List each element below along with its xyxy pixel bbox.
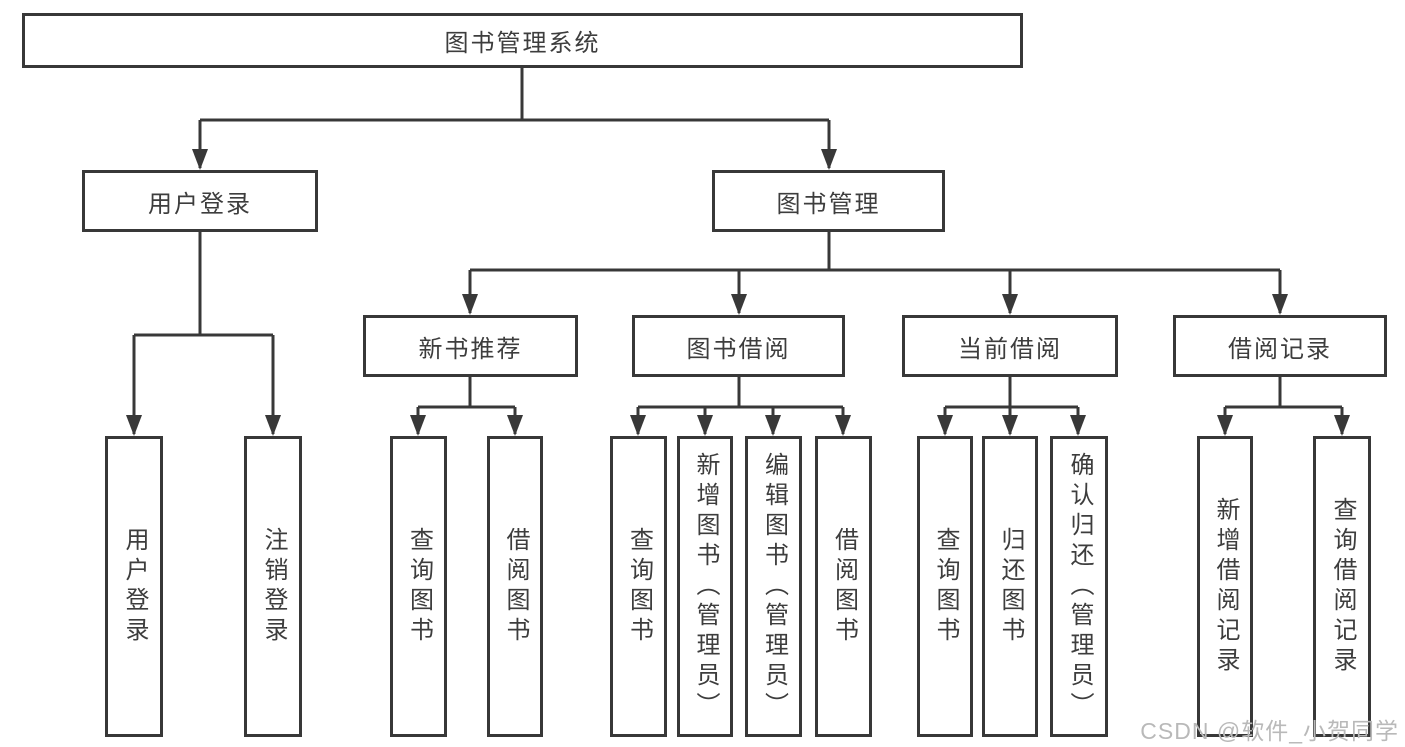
node-book-borrow: 图书借阅 — [632, 315, 845, 377]
leaf-query-books-2: 查询图书 — [610, 436, 667, 737]
node-label: 当前借阅 — [958, 335, 1062, 363]
leaf-edit-books-admin: 编辑图书（管理员） — [745, 436, 802, 737]
arrowhead — [821, 149, 837, 170]
node-label: 新增图书（管理员） — [692, 451, 719, 722]
arrowhead — [507, 415, 523, 436]
arrowhead — [265, 415, 281, 436]
arrowhead — [937, 415, 953, 436]
arrowhead — [1002, 294, 1018, 315]
node-label: 用户登录 — [121, 526, 148, 647]
connector-root — [192, 68, 837, 170]
node-label: 查询借阅记录 — [1329, 496, 1356, 677]
node-label: 新书推荐 — [418, 335, 523, 363]
leaf-borrow-books-1: 借阅图书 — [487, 436, 543, 737]
leaf-query-books-3: 查询图书 — [917, 436, 973, 737]
leaf-query-borrow-record: 查询借阅记录 — [1313, 436, 1371, 737]
arrowhead — [410, 415, 426, 436]
arrowhead — [126, 415, 142, 436]
node-label: 用户登录 — [148, 190, 252, 218]
node-label: 查询图书 — [405, 526, 433, 647]
node-new-book-recommend: 新书推荐 — [363, 315, 578, 377]
node-label: 注销登录 — [260, 526, 287, 647]
node-label: 借阅记录 — [1228, 335, 1332, 363]
leaf-add-borrow-record: 新增借阅记录 — [1197, 436, 1253, 737]
node-label: 借阅图书 — [830, 526, 858, 647]
connector-borrow-record — [1217, 377, 1350, 436]
node-label: 借阅图书 — [502, 526, 529, 647]
leaf-query-books-1: 查询图书 — [390, 436, 447, 737]
leaf-user-login: 用户登录 — [105, 436, 163, 737]
arrowhead — [1272, 294, 1288, 315]
leaf-confirm-return-admin: 确认归还（管理员） — [1050, 436, 1108, 737]
arrowhead — [731, 294, 747, 315]
connector-book-borrow — [630, 377, 851, 436]
node-current-borrow: 当前借阅 — [902, 315, 1118, 377]
node-label: 查询图书 — [932, 526, 959, 647]
node-label: 归还图书 — [997, 526, 1024, 647]
node-label: 图书借阅 — [686, 335, 791, 363]
connector-user-login — [126, 232, 281, 436]
node-book-management: 图书管理 — [712, 170, 945, 232]
connector-new-book-recommend — [410, 377, 523, 436]
node-label: 新增借阅记录 — [1212, 496, 1239, 677]
node-borrow-record: 借阅记录 — [1173, 315, 1387, 377]
arrowhead — [462, 294, 478, 315]
connector-current-borrow — [937, 377, 1086, 436]
arrowhead — [835, 415, 851, 436]
node-label: 编辑图书（管理员） — [760, 451, 788, 722]
arrowhead — [1217, 415, 1233, 436]
leaf-borrow-books-2: 借阅图书 — [815, 436, 872, 737]
node-label: 确认归还（管理员） — [1066, 451, 1093, 722]
node-label: 图书管理系统 — [444, 30, 601, 57]
node-label: 查询图书 — [625, 526, 653, 647]
connector-book-management — [462, 232, 1288, 315]
node-label: 图书管理 — [776, 190, 881, 218]
node-root-library-system: 图书管理系统 — [22, 13, 1023, 68]
arrowhead — [630, 415, 646, 436]
leaf-add-books-admin: 新增图书（管理员） — [677, 436, 733, 737]
leaf-logout: 注销登录 — [244, 436, 302, 737]
leaf-return-books: 归还图书 — [982, 436, 1038, 737]
arrowhead — [697, 415, 713, 436]
arrowhead — [1002, 415, 1018, 436]
csdn-watermark: CSDN @软件_小贺同学 — [1140, 718, 1399, 744]
arrowhead — [192, 149, 208, 170]
node-user-login: 用户登录 — [82, 170, 318, 232]
arrowhead — [765, 415, 781, 436]
arrowhead — [1070, 415, 1086, 436]
arrowhead — [1334, 415, 1350, 436]
